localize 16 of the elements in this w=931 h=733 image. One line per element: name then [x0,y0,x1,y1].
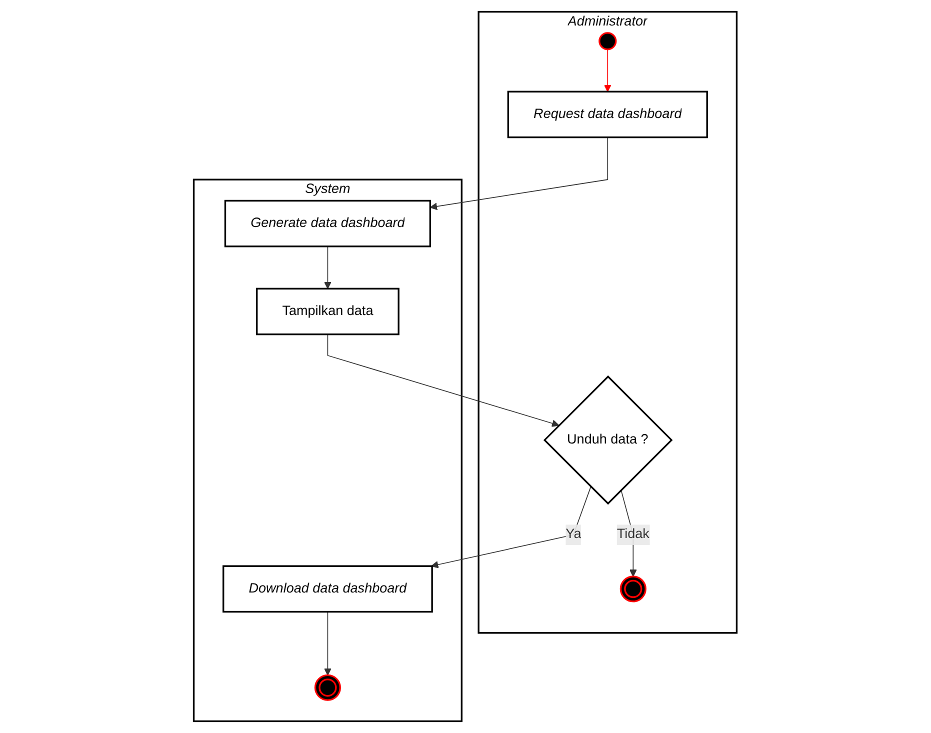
edge-label: Ya [566,527,582,542]
edge-label: Tidak [617,527,650,542]
node-circle [314,674,342,701]
node-box: Tampilkan data [256,288,400,336]
node-diamond: Unduh data ? [544,375,673,505]
arrow [430,136,608,210]
node-box: Request data dashboard [508,90,708,138]
node-box: Download data dashboard [222,565,434,613]
node-circle [598,32,617,50]
arrow [604,48,612,92]
node-circle [620,576,647,602]
arrow [324,611,332,676]
arrow [328,334,560,427]
arrow [431,486,592,568]
node-box: Generate data dashboard [224,200,432,248]
arrow [324,246,332,289]
